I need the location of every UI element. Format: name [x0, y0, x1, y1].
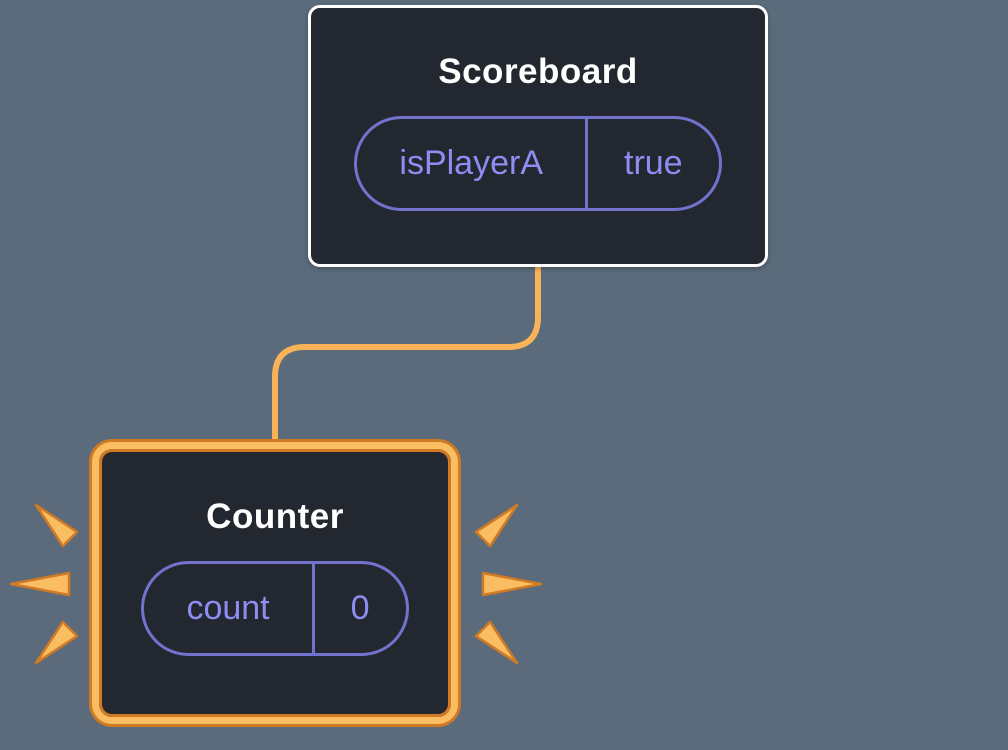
- state-key-label: isPlayerA: [399, 144, 543, 182]
- parent-child-connector-line: [272, 264, 541, 445]
- burst-icon: [474, 503, 543, 665]
- counter-state-pill: count 0: [141, 561, 409, 656]
- scoreboard-title: Scoreboard: [438, 52, 638, 91]
- state-value-label: 0: [311, 564, 406, 653]
- state-value-label: true: [585, 119, 719, 208]
- counter-node: Counter count 0: [92, 442, 458, 724]
- scoreboard-state-pill: isPlayerA true: [354, 116, 722, 211]
- burst-icon: [9, 503, 79, 665]
- state-key-label: count: [186, 589, 270, 627]
- counter-title: Counter: [206, 497, 344, 536]
- scoreboard-node: Scoreboard isPlayerA true: [308, 5, 768, 267]
